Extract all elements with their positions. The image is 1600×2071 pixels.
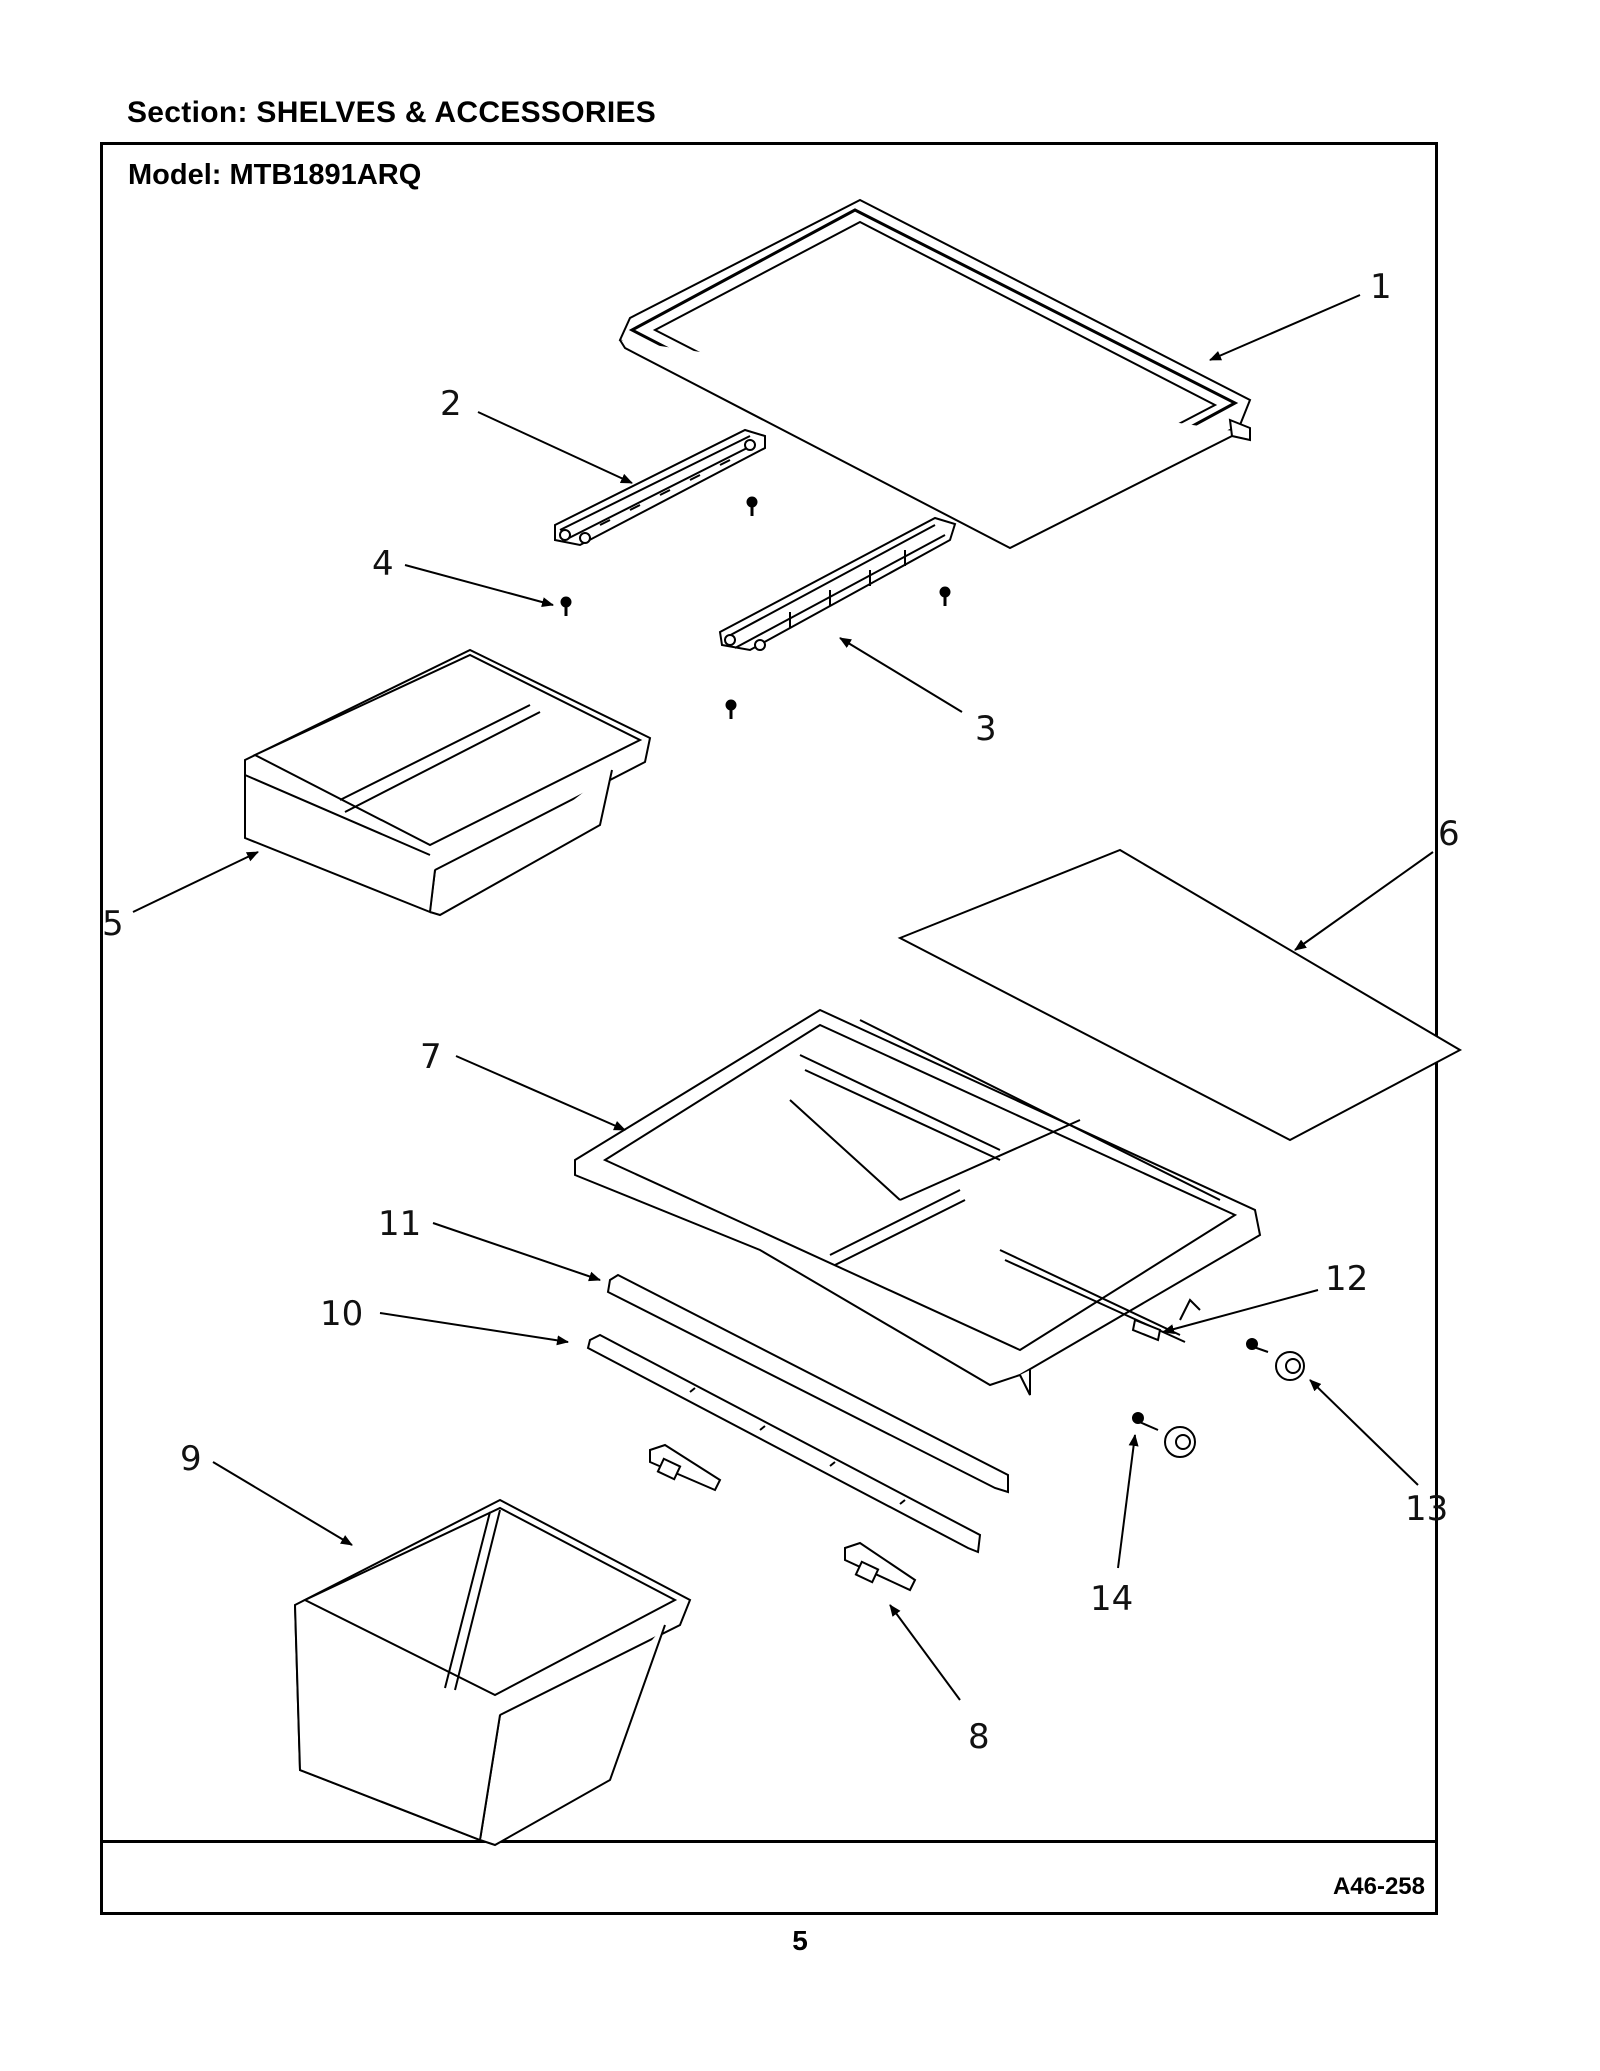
model-label: Model: MTB1891ARQ: [128, 159, 422, 191]
deli-drawer-part: [244, 648, 652, 917]
shelf-rail-3: [718, 516, 957, 652]
leader-14: [1117, 1434, 1139, 1569]
callout-12: 12: [1325, 1259, 1368, 1299]
cover-trim-part: [606, 1273, 1009, 1494]
leader-11: [432, 1222, 601, 1282]
callout-8: 8: [968, 1717, 990, 1757]
diagram-frame: Model: MTB1891ARQ A46-258: [100, 142, 1438, 1915]
leader-7: [455, 1055, 626, 1131]
callout-1: 1: [1370, 267, 1392, 307]
crisper-cover-glass-part: [897, 848, 1463, 1142]
leader-4: [404, 564, 554, 607]
callout-10: 10: [320, 1294, 363, 1334]
glass-shelf-part: [618, 198, 1252, 550]
rollers-part: [1132, 1338, 1305, 1458]
leader-6: [1294, 851, 1434, 951]
callout-14: 14: [1090, 1579, 1133, 1619]
callout-3: 3: [975, 709, 997, 749]
front-trim-part: [586, 1333, 982, 1554]
leader-1: [1209, 294, 1361, 361]
callout-4: 4: [372, 544, 394, 584]
callout-2: 2: [440, 384, 462, 424]
callout-5: 5: [102, 904, 124, 944]
leader-13: [1309, 1379, 1419, 1486]
footer-divider: [103, 1840, 1435, 1843]
callout-13: 13: [1405, 1489, 1448, 1529]
bracket-part: [1131, 1318, 1162, 1342]
leader-10: [379, 1312, 569, 1346]
leader-arrows: [132, 294, 1434, 1701]
page-number: 5: [792, 1925, 808, 1956]
callout-7: 7: [420, 1037, 442, 1077]
drawer-slides-part: [649, 1443, 917, 1592]
leader-12: [1162, 1289, 1319, 1334]
callout-6: 6: [1438, 814, 1460, 854]
callout-9: 9: [180, 1439, 202, 1479]
leader-5: [132, 851, 259, 913]
leader-8: [889, 1604, 961, 1701]
crisper-cover-frame-part: [574, 1008, 1262, 1396]
leader-9: [212, 1461, 353, 1546]
crisper-drawer-part: [293, 1498, 692, 1847]
leader-2: [477, 411, 633, 484]
section-title: Section: SHELVES & ACCESSORIES: [127, 96, 657, 129]
callout-11: 11: [378, 1204, 421, 1244]
screws-4: [560, 496, 951, 719]
reference-code: A46-258: [1332, 1873, 1425, 1900]
leader-3: [839, 637, 963, 713]
shelf-rail-2: [554, 428, 766, 547]
